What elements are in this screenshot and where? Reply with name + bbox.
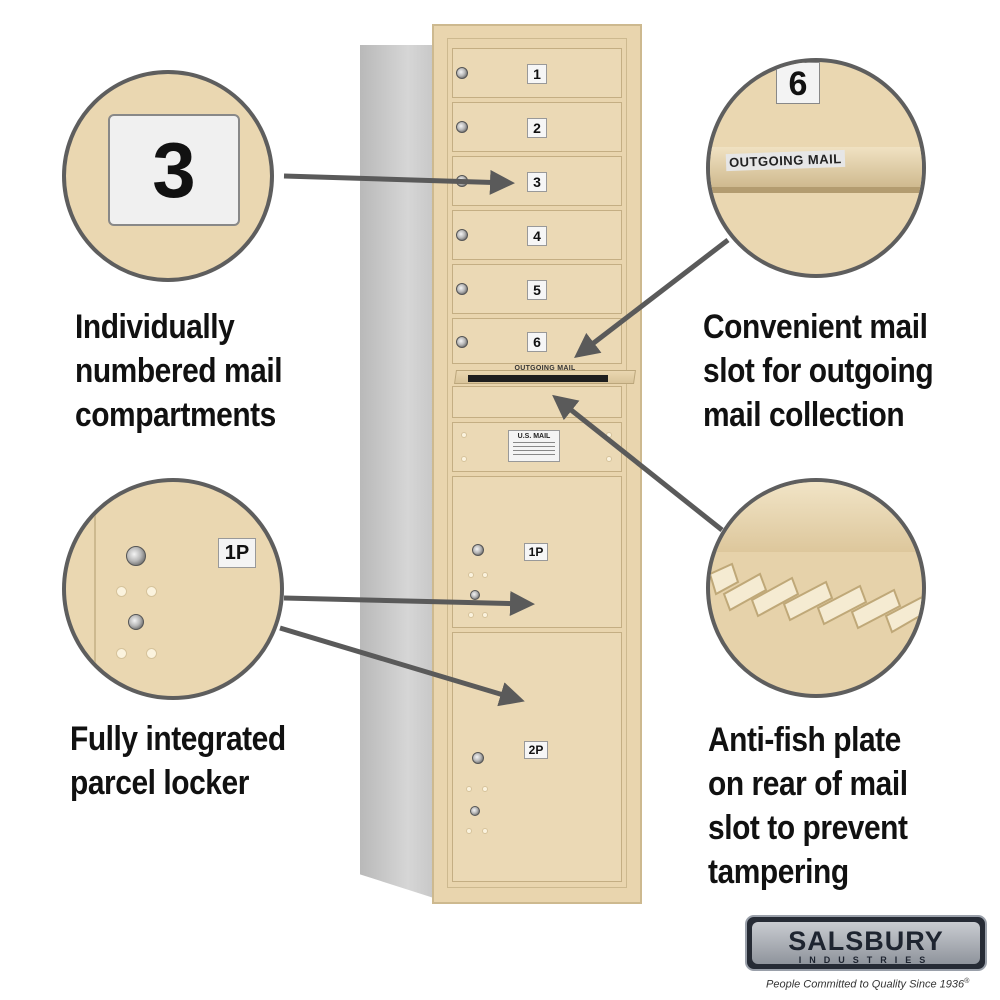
rivet	[482, 612, 488, 618]
rivet	[482, 786, 488, 792]
detail-parcel-label: 1P	[218, 538, 256, 568]
parcel-caption: Fully integrated parcel locker	[70, 717, 286, 805]
detail-plate-top	[710, 482, 922, 552]
antifish-slots-graphic	[710, 562, 922, 634]
outgoing-detail-circle: 6 OUTGOING MAIL	[706, 58, 926, 278]
outgoing-mail-slot-opening	[468, 375, 608, 382]
rivet	[482, 828, 488, 834]
rivet	[146, 586, 157, 597]
plate-fine-print	[513, 454, 555, 455]
caption-line: slot for outgoing	[703, 352, 934, 390]
rivet	[466, 786, 472, 792]
salsbury-logo: SALSBURY INDUSTRIES	[745, 915, 987, 971]
compartment-number: 4	[527, 226, 547, 246]
rivet	[466, 828, 472, 834]
detail-number: 6	[788, 65, 808, 103]
caption-line: tampering	[708, 853, 849, 891]
numbered-caption: Individually numbered mail compartments	[75, 305, 283, 437]
arrow-to-outgoing-slot	[574, 238, 730, 359]
caption-line: parcel locker	[70, 764, 249, 802]
brand-name: SALSBURY	[788, 926, 944, 956]
plate-fine-print	[513, 446, 555, 447]
detail-number-plate: 6	[776, 62, 820, 104]
caption-line: Fully integrated	[70, 720, 286, 758]
compartment-number: 2	[527, 118, 547, 138]
lock-icon	[456, 67, 468, 79]
parcel-detail-circle: 1P	[62, 478, 284, 700]
antifish-slot	[722, 572, 768, 612]
antifish-slot	[750, 576, 800, 618]
plate-fine-print	[513, 442, 555, 443]
rivet	[146, 648, 157, 659]
trademark-symbol: ®	[964, 978, 970, 985]
antifish-slot	[884, 596, 922, 634]
caption-line: mail collection	[703, 396, 905, 434]
outgoing-mail-label: OUTGOING MAIL	[514, 365, 576, 372]
antifish-caption: Anti-fish plate on rear of mail slot to …	[708, 718, 908, 894]
outgoing-caption: Convenient mail slot for outgoing mail c…	[703, 305, 934, 437]
tagline-text: People Committed to Quality Since 1936	[766, 978, 965, 991]
parcel-number: 2P	[524, 741, 548, 759]
arrow-to-antifish-plate	[552, 394, 724, 532]
lock-icon	[470, 806, 480, 816]
caption-line: on rear of mail	[708, 765, 908, 803]
lock-icon	[126, 546, 146, 566]
us-mail-plate: U.S. MAIL	[508, 430, 560, 462]
antifish-slot	[782, 580, 834, 622]
logo-plate: SALSBURY INDUSTRIES	[752, 922, 980, 965]
detail-panel-edge	[94, 482, 96, 696]
mailbox-housing	[360, 45, 440, 900]
lock-icon	[472, 544, 484, 556]
numbered-detail-circle: 3	[62, 70, 274, 282]
arrow-to-compartment	[283, 169, 515, 195]
detail-number-plate: 3	[108, 114, 240, 226]
antifish-slot	[816, 584, 868, 626]
rivet	[116, 648, 127, 659]
compartment-number: 6	[527, 332, 547, 352]
compartment-number: 3	[527, 172, 547, 192]
slot-housing	[452, 386, 622, 418]
caption-line: Individually	[75, 308, 235, 346]
detail-number: 3	[152, 126, 196, 214]
brand-tagline: People Committed to Quality Since 1936®	[766, 978, 969, 991]
rivet	[606, 456, 612, 462]
antifish-slot	[710, 562, 740, 596]
rivet	[468, 572, 474, 578]
arrow-to-parcel-1	[283, 591, 535, 617]
rivet	[482, 572, 488, 578]
caption-line: slot to prevent	[708, 809, 908, 847]
arrow-to-parcel-2	[279, 625, 525, 707]
brand-sub: INDUSTRIES	[798, 955, 934, 965]
lock-icon	[470, 590, 480, 600]
rivet	[461, 456, 467, 462]
lock-icon	[456, 121, 468, 133]
mailbox-inner-frame	[447, 38, 627, 888]
lock-icon	[456, 283, 468, 295]
caption-line: numbered mail	[75, 352, 283, 390]
lock-icon	[456, 336, 468, 348]
lock-icon	[456, 229, 468, 241]
caption-line: Convenient mail	[703, 308, 928, 346]
rivet	[116, 586, 127, 597]
compartment-number: 5	[527, 280, 547, 300]
lock-icon	[128, 614, 144, 630]
detail-slot-shadow	[710, 187, 922, 193]
us-mail-label: U.S. MAIL	[517, 433, 551, 440]
caption-line: Anti-fish plate	[708, 721, 901, 759]
caption-line: compartments	[75, 396, 276, 434]
rivet	[468, 612, 474, 618]
rivet	[461, 432, 467, 438]
parcel-number: 1P	[524, 543, 548, 561]
lock-icon	[472, 752, 484, 764]
compartment-number: 1	[527, 64, 547, 84]
plate-fine-print	[513, 450, 555, 451]
antifish-slot	[850, 588, 902, 630]
antifish-detail-circle	[706, 478, 926, 698]
